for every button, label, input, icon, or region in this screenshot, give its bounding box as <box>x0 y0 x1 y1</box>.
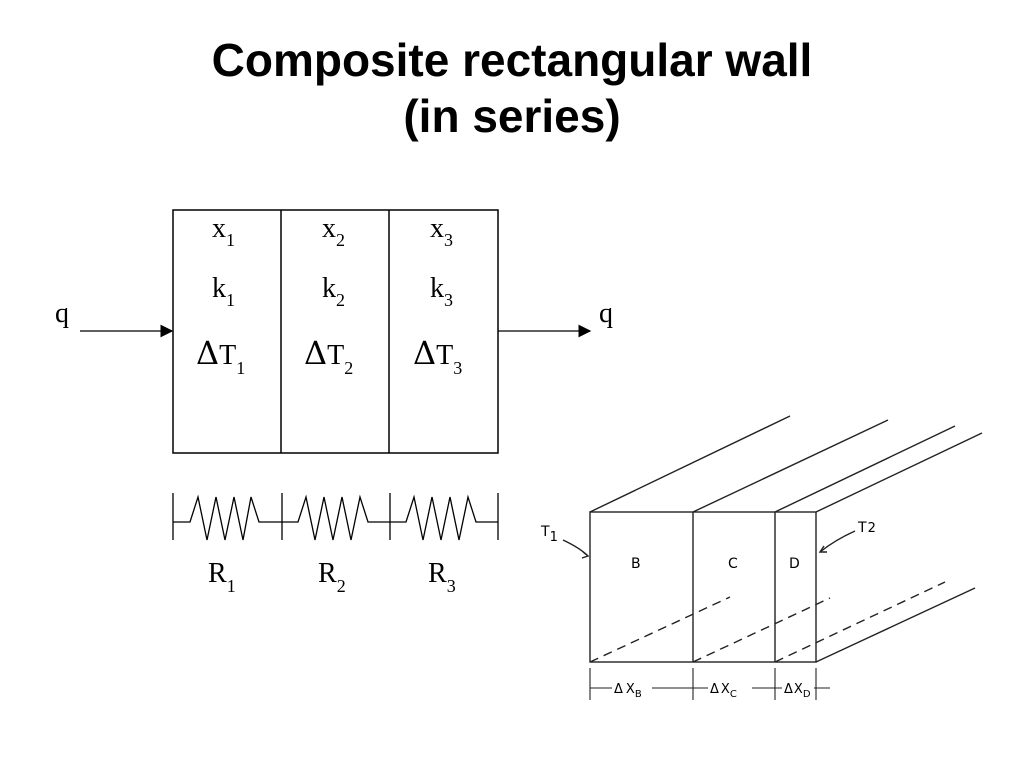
t2-leader-arrow <box>819 530 856 553</box>
sketch-bottom-edge-4 <box>815 587 976 663</box>
resistor-1-label: R1 <box>208 558 236 596</box>
sketch-slab-b-label: B <box>631 556 641 572</box>
sketch-slab-d-label: D <box>789 556 800 572</box>
resistor-network <box>172 493 499 541</box>
dim-label-bg-d <box>782 680 814 696</box>
heat-flow-out-label: q <box>599 298 613 329</box>
thickness-d-label: ΔXD <box>784 682 811 700</box>
heat-flow-out: q <box>498 298 613 338</box>
sketch-hidden-edge-3 <box>774 581 946 663</box>
layer-3-k: k3 <box>430 273 453 310</box>
heat-flow-in: q <box>55 298 174 338</box>
slide-title: Composite rectangular wall (in series) <box>0 32 1024 144</box>
title-line-1: Composite rectangular wall <box>211 34 813 86</box>
t2-leader-arrowhead <box>818 545 827 553</box>
layer-3-x: x3 <box>430 213 453 250</box>
sketch-thickness-labels <box>612 680 814 696</box>
layer-1-delta-t: ΔT1 <box>196 334 245 378</box>
layer-3-labels: x3 k3 ΔT3 <box>413 213 462 378</box>
composite-wall-sketch <box>562 415 983 700</box>
layer-1-labels: x1 k1 ΔT1 <box>196 213 245 378</box>
heat-flow-in-label: q <box>55 298 69 329</box>
sketch-top-edge-3 <box>774 425 956 513</box>
sketch-top-edge-4 <box>815 432 983 513</box>
resistor-3-symbol <box>390 494 498 541</box>
sketch-hidden-edge-2 <box>692 597 831 663</box>
resistor-1-symbol <box>173 494 282 541</box>
title-line-2: (in series) <box>403 90 621 142</box>
sketch-top-edge-1 <box>589 415 791 513</box>
sketch-hidden-edge-1 <box>589 596 731 663</box>
sketch-slab-c-label: C <box>728 556 738 572</box>
resistor-2-symbol <box>282 494 390 541</box>
layer-2-delta-t: ΔT2 <box>304 334 353 378</box>
dim-label-bg-c <box>708 680 752 696</box>
t1-leader-arrowhead <box>581 551 590 559</box>
dim-label-bg-b <box>612 680 652 696</box>
sketch-top-edge-2 <box>692 419 889 513</box>
layer-2-labels: x2 k2 ΔT2 <box>304 213 353 378</box>
sketch-t2-label: T2 <box>857 520 876 536</box>
layer-2-k: k2 <box>322 273 345 310</box>
layer-2-x: x2 <box>322 213 345 250</box>
sketch-t1-label: T1 <box>540 524 558 545</box>
layer-1-k: k1 <box>212 273 235 310</box>
resistor-3-label: R3 <box>428 558 456 596</box>
layer-3-delta-t: ΔT3 <box>413 334 462 378</box>
sketch-front-face <box>589 511 817 663</box>
resistor-2-label: R2 <box>318 558 346 596</box>
layer-1-x: x1 <box>212 213 235 250</box>
